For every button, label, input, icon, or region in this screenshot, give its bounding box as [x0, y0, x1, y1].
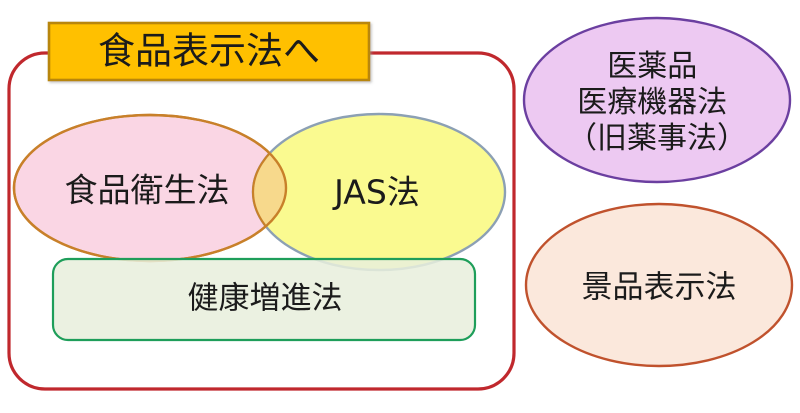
pmd-act-line-3: （旧薬事法）: [567, 121, 747, 156]
label-premiums-and-representations-act: 景品表示法: [582, 270, 737, 306]
title-banner-label: 食品表示法へ: [98, 30, 320, 73]
pmd-act-line-2: 医療機器法: [577, 85, 727, 120]
label-jas-act: JAS法: [332, 173, 420, 212]
label-health-promotion-act: 健康増進法: [188, 281, 343, 317]
label-food-sanitation-act: 食品衛生法: [65, 171, 230, 210]
shape-premiums-and-representations-act[interactable]: [524, 202, 794, 368]
sanitation-jas-overlap: [251, 115, 286, 261]
title-banner-box[interactable]: [47, 21, 371, 82]
pmd-act-line-1: 医薬品: [607, 49, 697, 84]
shape-health-promotion-act[interactable]: [51, 257, 477, 342]
shape-pharmaceutical-medical-device-act[interactable]: [522, 16, 792, 184]
label-pharmaceutical-medical-device-act: 医薬品 医療機器法 （旧薬事法）: [567, 49, 747, 156]
